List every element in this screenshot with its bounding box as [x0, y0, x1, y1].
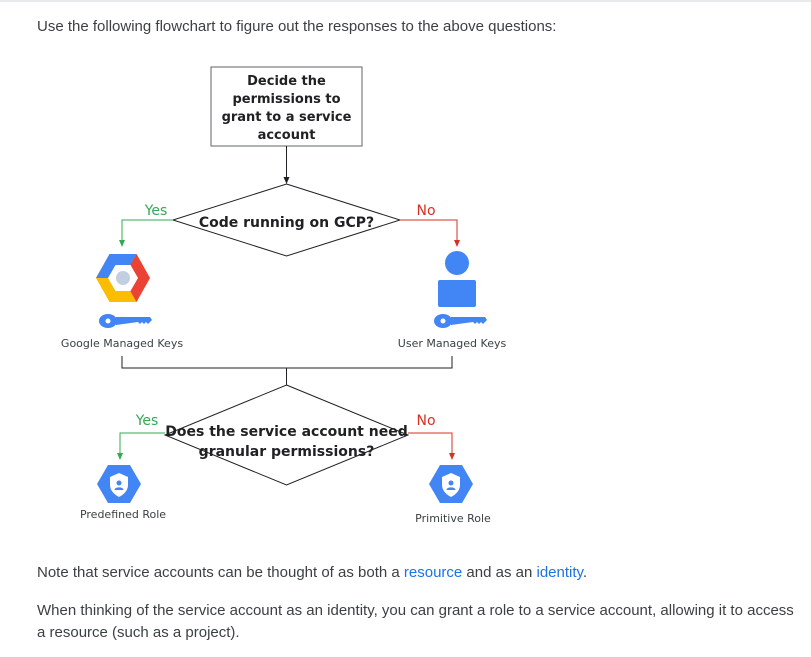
start-box-line-3: grant to a service [222, 110, 352, 125]
resource-link[interactable]: resource [403, 564, 463, 581]
yes-branch-1 [119, 219, 173, 247]
note-text-after: . [582, 564, 588, 581]
identity-link[interactable]: identity [536, 564, 583, 581]
start-box: Decide the permissions to grant to a ser… [210, 66, 363, 147]
no-label-1: No [416, 203, 435, 219]
yes-branch-2 [117, 432, 165, 460]
no-label-2: No [416, 413, 435, 429]
start-box-line-4: account [258, 128, 316, 143]
google-managed-keys-label: Google Managed Keys [61, 337, 183, 350]
iam-shield-icon-primitive [429, 465, 473, 503]
service-account-note: Note that service accounts can be though… [37, 562, 797, 584]
key-icon-google [99, 314, 152, 328]
primitive-role-label: Primitive Role [415, 512, 491, 525]
gcp-logo-icon [96, 254, 150, 302]
key-icon-user [434, 314, 487, 328]
user-icon [438, 251, 476, 307]
intro-text: Use the following flowchart to figure ou… [37, 18, 557, 35]
start-box-line-1: Decide the [247, 74, 326, 89]
no-branch-2 [408, 432, 455, 460]
note-text-middle: and as an [462, 564, 537, 581]
decision-2: Does the service account need granular p… [163, 384, 410, 486]
note-text-before: Note that service accounts can be though… [37, 564, 404, 581]
decision-1: Code running on GCP? [171, 183, 402, 257]
merge-connector [121, 356, 453, 369]
user-managed-keys-label: User Managed Keys [398, 337, 507, 350]
identity-paragraph: When thinking of the service account as … [37, 602, 794, 641]
permissions-flowchart: Decide the permissions to grant to a ser… [61, 66, 507, 525]
no-branch-1 [400, 219, 460, 247]
top-divider [0, 0, 811, 2]
start-box-line-2: permissions to [232, 92, 340, 107]
decision-2-line-1: Does the service account need [165, 424, 407, 440]
iam-shield-icon-predefined [97, 465, 141, 503]
yes-label-1: Yes [144, 203, 168, 219]
predefined-role-label: Predefined Role [80, 508, 166, 521]
decision-2-line-2: granular permissions? [199, 444, 375, 460]
decision-1-text: Code running on GCP? [199, 215, 374, 231]
yes-label-2: Yes [135, 413, 159, 429]
